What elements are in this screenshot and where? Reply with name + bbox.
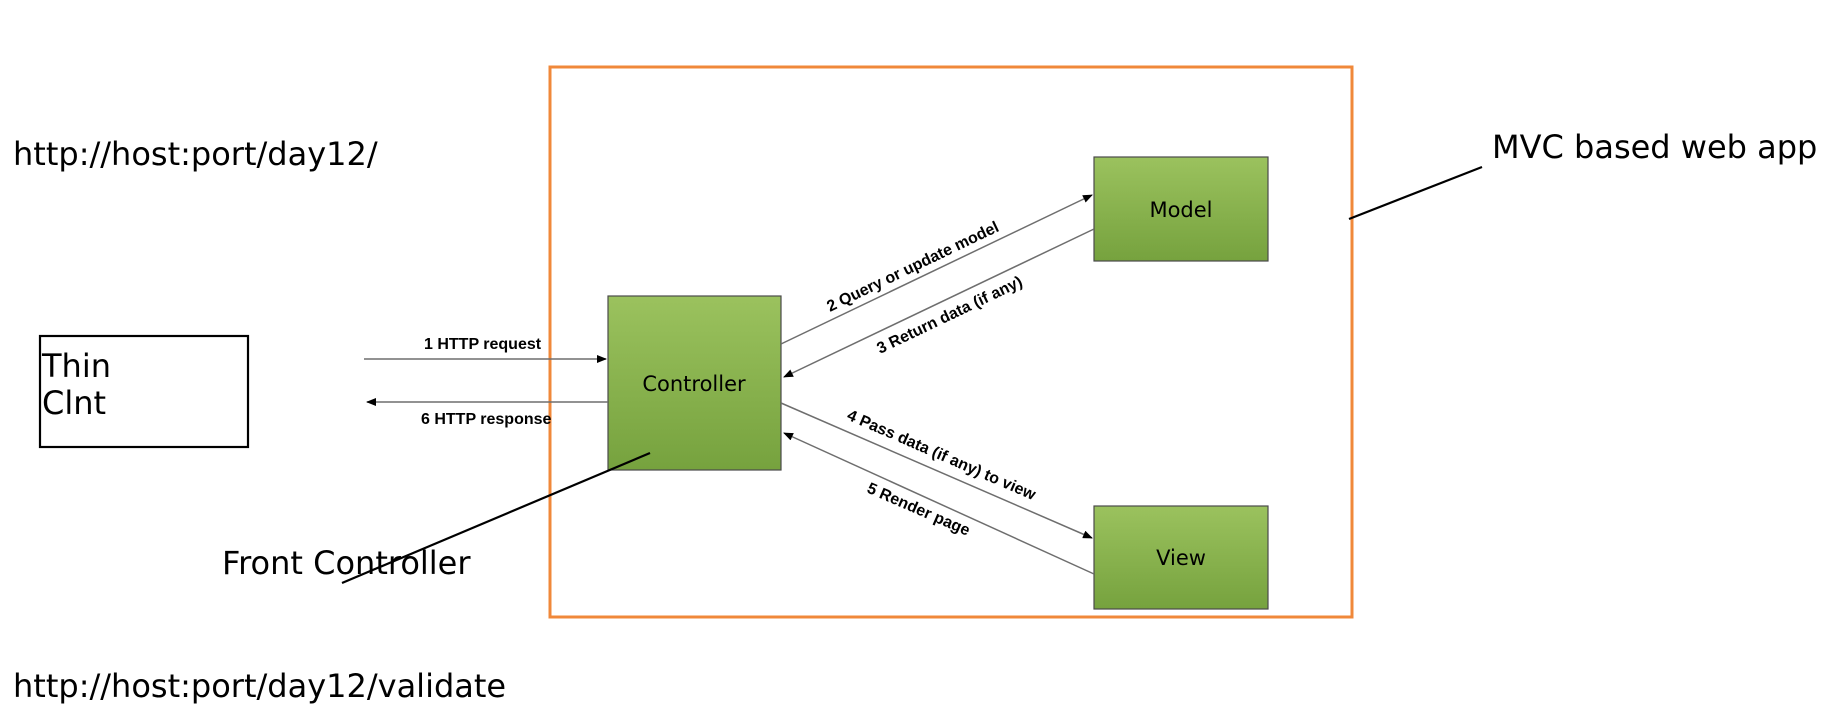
thin-client-box — [38, 334, 250, 449]
view-label: View — [1156, 546, 1206, 570]
front-controller-pointer — [341, 451, 651, 585]
thin-client-label-line1: Thin — [41, 347, 111, 385]
pass-data-arrow — [780, 402, 1093, 539]
query-model-arrow — [780, 194, 1093, 345]
app-label-note: MVC based web app — [1492, 128, 1817, 166]
model-label: Model — [1149, 198, 1212, 222]
return-data-label: 3 Return data (if any) — [874, 274, 1025, 358]
return-data-arrow — [783, 228, 1095, 378]
model-box — [1093, 156, 1269, 262]
validate-url-note: http://host:port/day12/validate — [13, 667, 506, 705]
base-url-note: http://host:port/day12/ — [13, 135, 378, 173]
http-response-label: 6 HTTP response — [421, 411, 552, 428]
app-label-pointer — [1348, 165, 1483, 221]
app-boundary — [548, 65, 1354, 619]
render-page-arrow — [783, 432, 1095, 575]
thin-client-label-line2: Clnt — [42, 384, 106, 422]
render-page-label: 5 Render page — [864, 480, 972, 540]
view-box — [1093, 505, 1269, 610]
controller-box — [607, 295, 782, 471]
controller-label: Controller — [642, 372, 746, 396]
http-request-label: 1 HTTP request — [424, 336, 542, 353]
front-controller-note: Front Controller — [222, 544, 471, 582]
